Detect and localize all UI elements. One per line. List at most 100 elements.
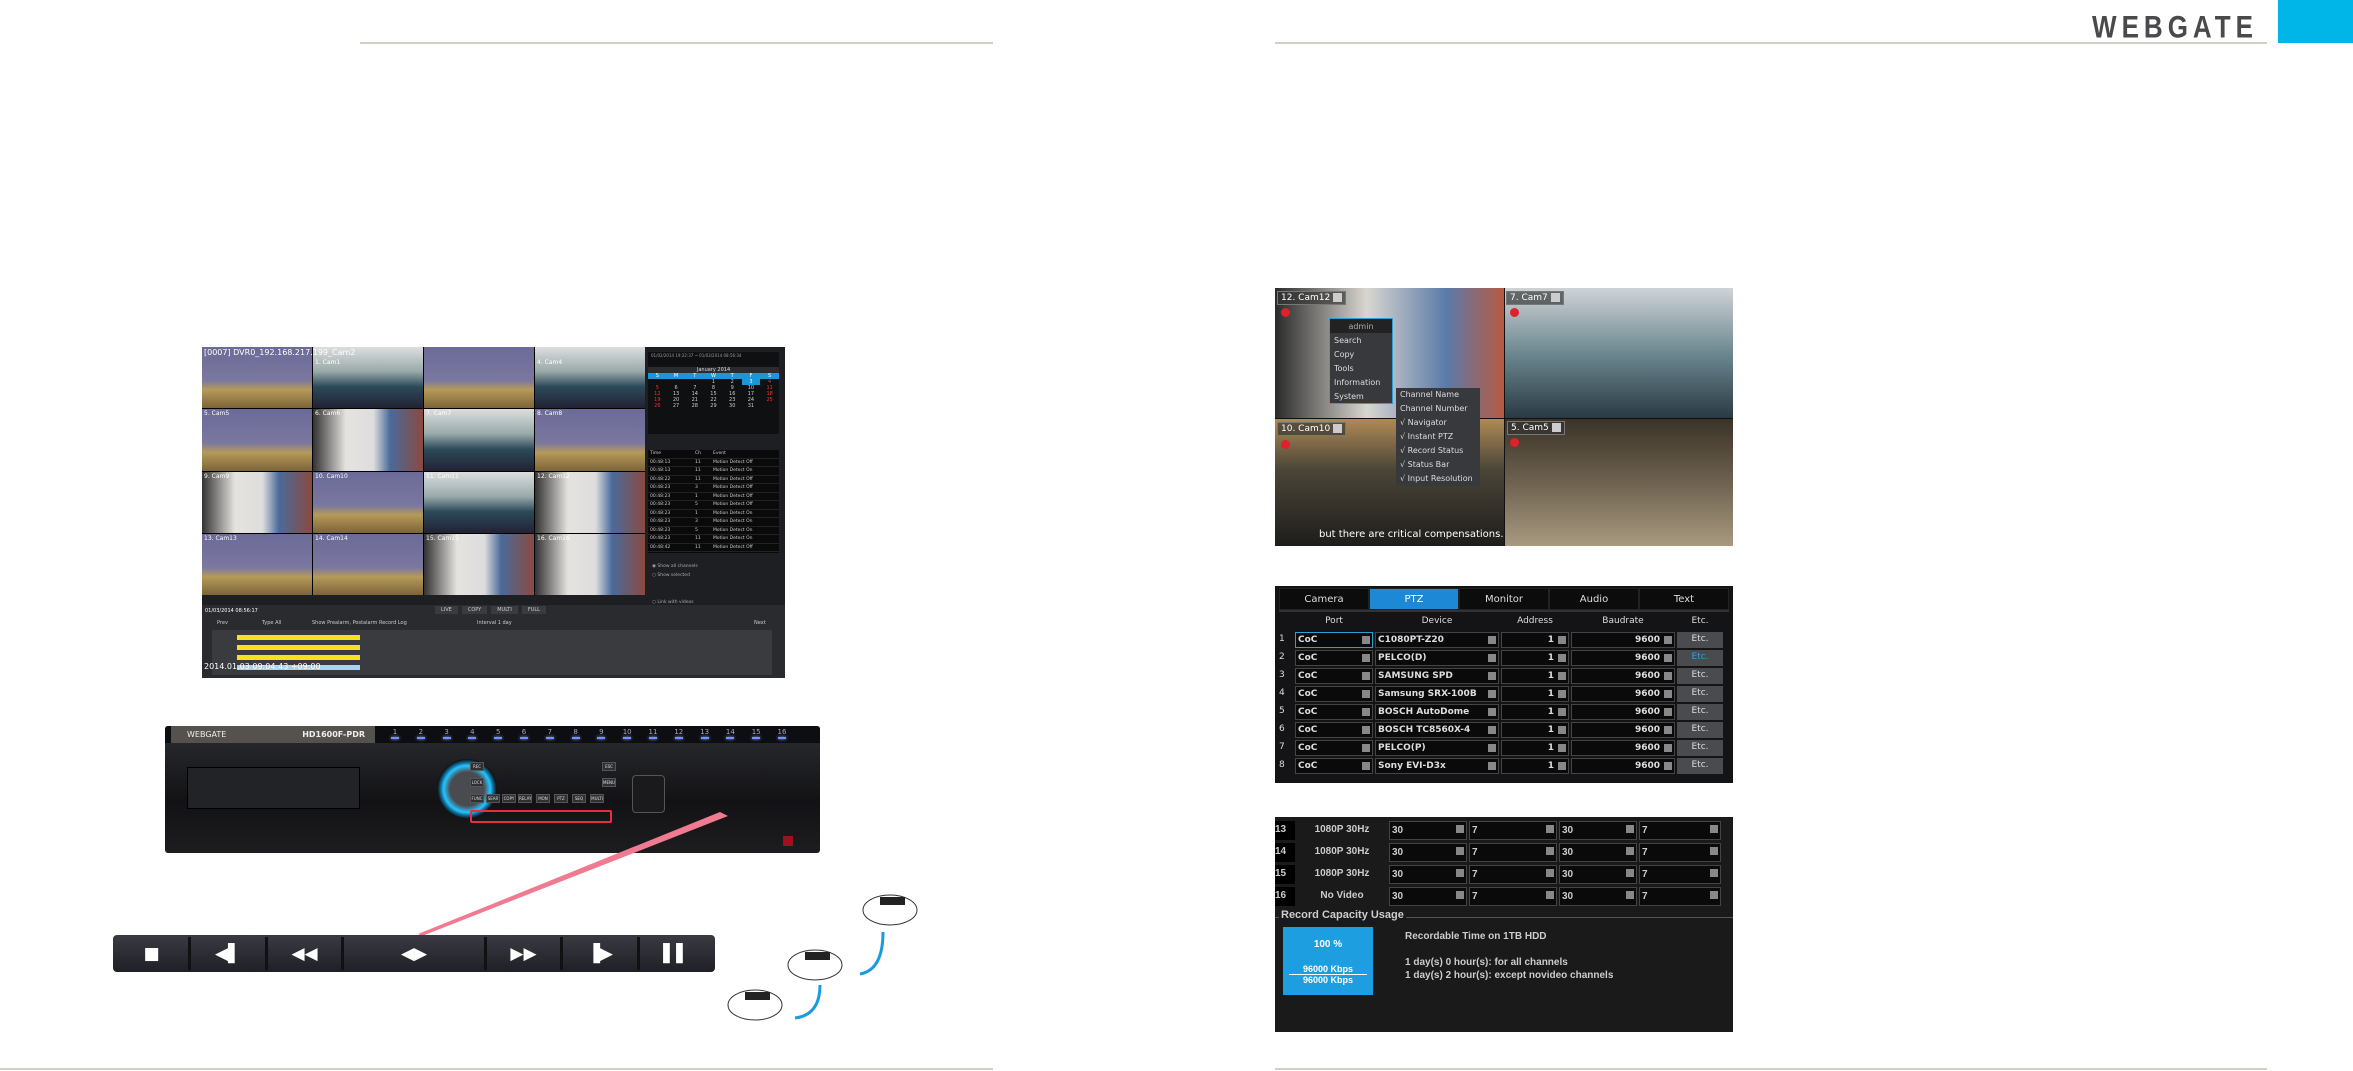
device-select[interactable]: BOSCH TC8560X-4 — [1375, 722, 1499, 738]
camera-tile[interactable] — [424, 347, 534, 409]
quality-select[interactable]: 7 — [1639, 865, 1721, 884]
menu-item-search[interactable]: Search — [1334, 336, 1362, 345]
live-button[interactable]: LIVE — [435, 606, 458, 614]
camera-tile[interactable]: 7. Cam7 — [424, 409, 534, 471]
baudrate-select[interactable]: 9600 — [1571, 704, 1675, 720]
etc-button[interactable]: Etc. — [1677, 704, 1723, 720]
dropdown-icon[interactable] — [1488, 690, 1496, 698]
dropdown-icon[interactable] — [1488, 726, 1496, 734]
panel-button-esc[interactable]: ESC — [602, 762, 616, 771]
fps-stepper[interactable]: 30 — [1389, 843, 1467, 862]
calendar-day[interactable]: 21 — [691, 397, 698, 403]
interval-select[interactable]: Interval 1 day — [477, 620, 512, 626]
address-stepper[interactable]: 1 — [1501, 632, 1569, 648]
port-select[interactable]: CoC — [1295, 704, 1373, 720]
port-select[interactable]: CoC — [1295, 722, 1373, 738]
prev-button[interactable]: Prev — [217, 620, 228, 626]
jog-shuttle[interactable] — [437, 759, 497, 819]
dropdown-icon[interactable] — [1710, 869, 1718, 877]
panel-button-mon[interactable]: MON — [536, 794, 550, 803]
device-select[interactable]: C1080PT-Z20 — [1375, 632, 1499, 648]
dropdown-icon[interactable] — [1488, 744, 1496, 752]
submenu-item[interactable]: Channel Number — [1400, 404, 1468, 413]
dropdown-icon[interactable] — [1664, 654, 1672, 662]
multi-button[interactable]: MULTI — [491, 606, 518, 614]
camera-tile[interactable]: 1. Cam1 — [313, 347, 423, 409]
menu-item-system[interactable]: System — [1334, 392, 1364, 401]
dropdown-icon[interactable] — [1664, 672, 1672, 680]
radio-link-videos[interactable]: ○ Link with videos — [652, 600, 694, 605]
port-select[interactable]: CoC — [1295, 650, 1373, 666]
dropdown-icon[interactable] — [1710, 891, 1718, 899]
type-select[interactable]: Type All — [262, 620, 282, 626]
fast-forward-button[interactable]: ▶▶ — [487, 937, 564, 970]
tab-monitor[interactable]: Monitor — [1459, 588, 1549, 610]
quality-select[interactable]: 7 — [1639, 821, 1721, 840]
direction-pad[interactable] — [632, 775, 665, 813]
baudrate-select[interactable]: 9600 — [1571, 740, 1675, 756]
device-select[interactable]: Sony EVI-D3x — [1375, 758, 1499, 774]
spinner-icon[interactable] — [1626, 869, 1634, 877]
calendar-day[interactable]: 30 — [729, 403, 736, 409]
spinner-icon[interactable] — [1626, 847, 1634, 855]
calendar-day[interactable]: 16 — [729, 391, 736, 397]
calendar-day[interactable]: 2 — [730, 379, 734, 385]
spinner-icon[interactable] — [1456, 825, 1464, 833]
calendar-day[interactable]: 8 — [711, 385, 716, 391]
dropdown-icon[interactable] — [1488, 708, 1496, 716]
etc-button[interactable]: Etc. — [1677, 740, 1723, 756]
camera-tile[interactable]: 12. Cam12 — [535, 471, 645, 533]
quality-select[interactable]: 7 — [1639, 843, 1721, 862]
device-select[interactable]: Samsung SRX-100B — [1375, 686, 1499, 702]
submenu-item[interactable]: Channel Name — [1400, 390, 1459, 399]
submenu-item[interactable]: √ Instant PTZ — [1400, 432, 1454, 441]
dropdown-icon[interactable] — [1362, 726, 1370, 734]
power-button[interactable] — [783, 836, 793, 846]
camera-tile[interactable]: 9. Cam9 — [202, 471, 312, 533]
dropdown-icon[interactable] — [1664, 744, 1672, 752]
submenu-item[interactable]: √ Input Resolution — [1400, 474, 1473, 483]
dropdown-icon[interactable] — [1362, 708, 1370, 716]
camera-tile[interactable]: 6. Cam6 — [313, 409, 423, 471]
quality-select[interactable]: 7 — [1469, 887, 1557, 906]
stop-button[interactable]: ■ — [115, 937, 192, 970]
camera-tile[interactable]: 4. Cam4 — [535, 347, 645, 409]
address-stepper[interactable]: 1 — [1501, 686, 1569, 702]
radio-show-all[interactable]: ◉ Show all channels — [652, 564, 698, 569]
calendar-day[interactable]: 29 — [710, 403, 717, 409]
dropdown-icon[interactable] — [1710, 825, 1718, 833]
etc-button[interactable]: Etc. — [1677, 632, 1723, 648]
spinner-icon[interactable] — [1558, 690, 1566, 698]
calendar-day[interactable]: 26 — [654, 403, 661, 409]
calendar-day[interactable]: 23 — [729, 397, 736, 403]
spinner-icon[interactable] — [1558, 744, 1566, 752]
baudrate-select[interactable]: 9600 — [1571, 686, 1675, 702]
panel-button-func[interactable]: FUNC — [470, 794, 484, 803]
dropdown-icon[interactable] — [1546, 825, 1554, 833]
baudrate-select[interactable]: 9600 — [1571, 650, 1675, 666]
port-select[interactable]: CoC — [1295, 740, 1373, 756]
dropdown-icon[interactable] — [1362, 744, 1370, 752]
dropdown-icon[interactable] — [1362, 690, 1370, 698]
device-select[interactable]: PELCO(D) — [1375, 650, 1499, 666]
etc-button[interactable]: Etc. — [1677, 722, 1723, 738]
calendar-day[interactable]: 5 — [655, 385, 659, 391]
datetime-field[interactable]: 01/03/2014 08:56:17 — [205, 608, 258, 614]
calendar-day[interactable]: 24 — [747, 397, 755, 403]
menu-item-tools[interactable]: Tools — [1334, 364, 1354, 373]
port-select[interactable]: CoC — [1295, 668, 1373, 684]
dropdown-icon[interactable] — [1362, 654, 1370, 662]
menu-item-information[interactable]: Information — [1334, 378, 1381, 387]
spinner-icon[interactable] — [1626, 891, 1634, 899]
pause-button[interactable]: ▌▌ — [640, 937, 713, 970]
spinner-icon[interactable] — [1456, 869, 1464, 877]
cam-label[interactable]: 10. Cam10 — [1277, 422, 1347, 436]
camera-tile[interactable] — [202, 347, 312, 409]
calendar-day[interactable]: 1 — [711, 379, 716, 385]
calendar-day[interactable]: 20 — [672, 397, 680, 403]
dropdown-icon[interactable] — [1488, 636, 1496, 644]
